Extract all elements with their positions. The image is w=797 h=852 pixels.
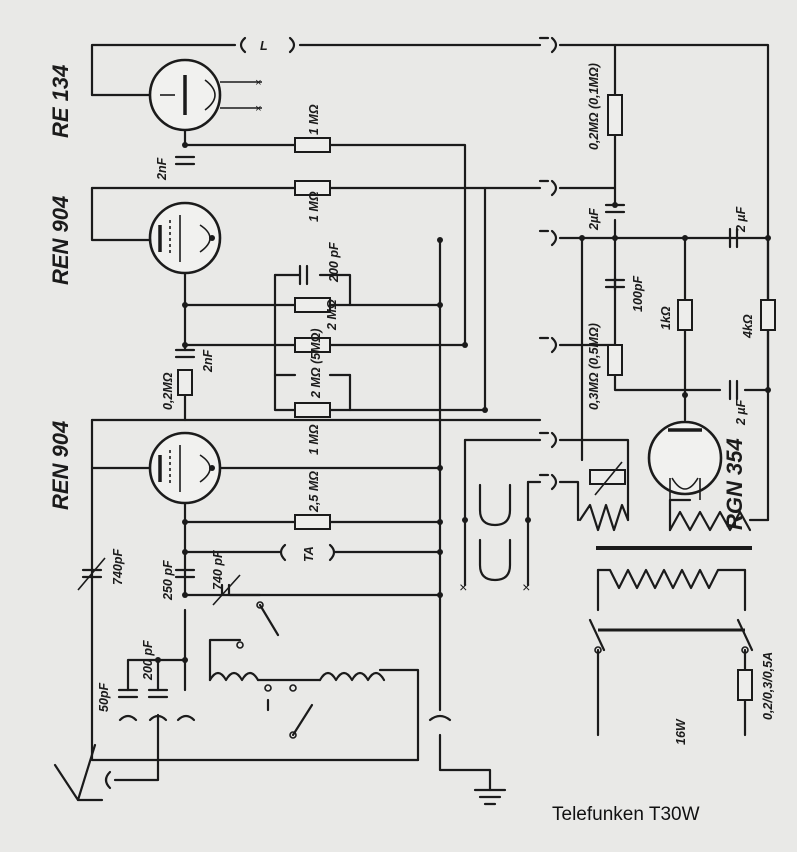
tube-label-ren904-lower: REN 904 <box>48 421 73 510</box>
tube-ren904-upper <box>148 201 222 275</box>
svg-text:×: × <box>255 77 261 89</box>
label-r-1m-low: 1 MΩ <box>307 424 321 455</box>
junctions <box>155 142 771 663</box>
label-r-1m-top: 1 MΩ <box>307 104 321 135</box>
label-c-2nf-top: 2nF <box>155 157 169 181</box>
label-r-02m-right: 0,2MΩ (0,1MΩ) <box>587 63 601 150</box>
label-c-50pf: 50pF <box>97 682 111 712</box>
label-c-2uf-a: 2µF <box>587 208 601 231</box>
label-c-2nf-mid: 2nF <box>201 349 215 373</box>
label-r-4k: 4kΩ <box>741 314 755 339</box>
antenna-symbol <box>53 743 104 802</box>
svg-text:×: × <box>255 103 261 115</box>
label-r-1k: 1kΩ <box>659 306 673 330</box>
label-c-740pf-b: 740 pF <box>211 550 225 590</box>
label-r-02m-left: 0,2MΩ <box>161 372 175 410</box>
label-power: 16W <box>674 718 688 745</box>
diagram-caption: Telefunken T30W <box>552 804 700 825</box>
wiring <box>90 43 770 792</box>
label-c-2uf-b: 2 µF <box>734 206 748 233</box>
svg-text:×: × <box>522 579 530 595</box>
label-c-250pf: 250 pF <box>161 560 175 601</box>
label-c-100pf: 100pF <box>631 276 645 312</box>
tube-re134: × × <box>148 58 262 132</box>
tube-rgn354 <box>647 420 723 500</box>
coils <box>208 601 386 739</box>
tube-label-rgn354: RGN 354 <box>722 438 747 530</box>
label-r-25m: 2,5 MΩ <box>307 471 321 513</box>
volume-pot <box>578 461 630 532</box>
label-r-2m-5m: 2 MΩ (5MΩ) <box>309 328 323 399</box>
label-c-2uf-c: 2 µF <box>734 399 748 426</box>
svg-text:×: × <box>459 579 467 595</box>
capacitors <box>77 155 739 699</box>
label-l: L <box>260 39 268 53</box>
label-c-200pf-b: 200 pF <box>141 640 155 681</box>
resistors <box>177 94 776 701</box>
speaker-terminals: × × <box>459 483 530 595</box>
ground-symbol <box>473 788 507 806</box>
tube-label-re134: RE 134 <box>48 65 73 138</box>
tube-label-ren904-upper: REN 904 <box>48 196 73 285</box>
label-c-740pf-a: 740pF <box>111 549 125 585</box>
label-c-200pf-a: 200 pF <box>327 242 341 283</box>
label-fuse: 0,2/0,3/0,5A <box>761 652 775 720</box>
jacks <box>104 36 558 790</box>
label-r-03m: 0,3MΩ (0,5MΩ) <box>587 323 601 410</box>
labels: RE 134 REN 904 REN 904 RGN 354 L TA 1 MΩ… <box>48 39 775 825</box>
tube-ren904-lower <box>148 431 222 505</box>
label-r-1m-mid: 1 MΩ <box>307 191 321 222</box>
label-r-2m: 2 MΩ <box>325 299 339 331</box>
label-ta: TA <box>302 546 316 562</box>
power-transformer <box>588 510 754 654</box>
